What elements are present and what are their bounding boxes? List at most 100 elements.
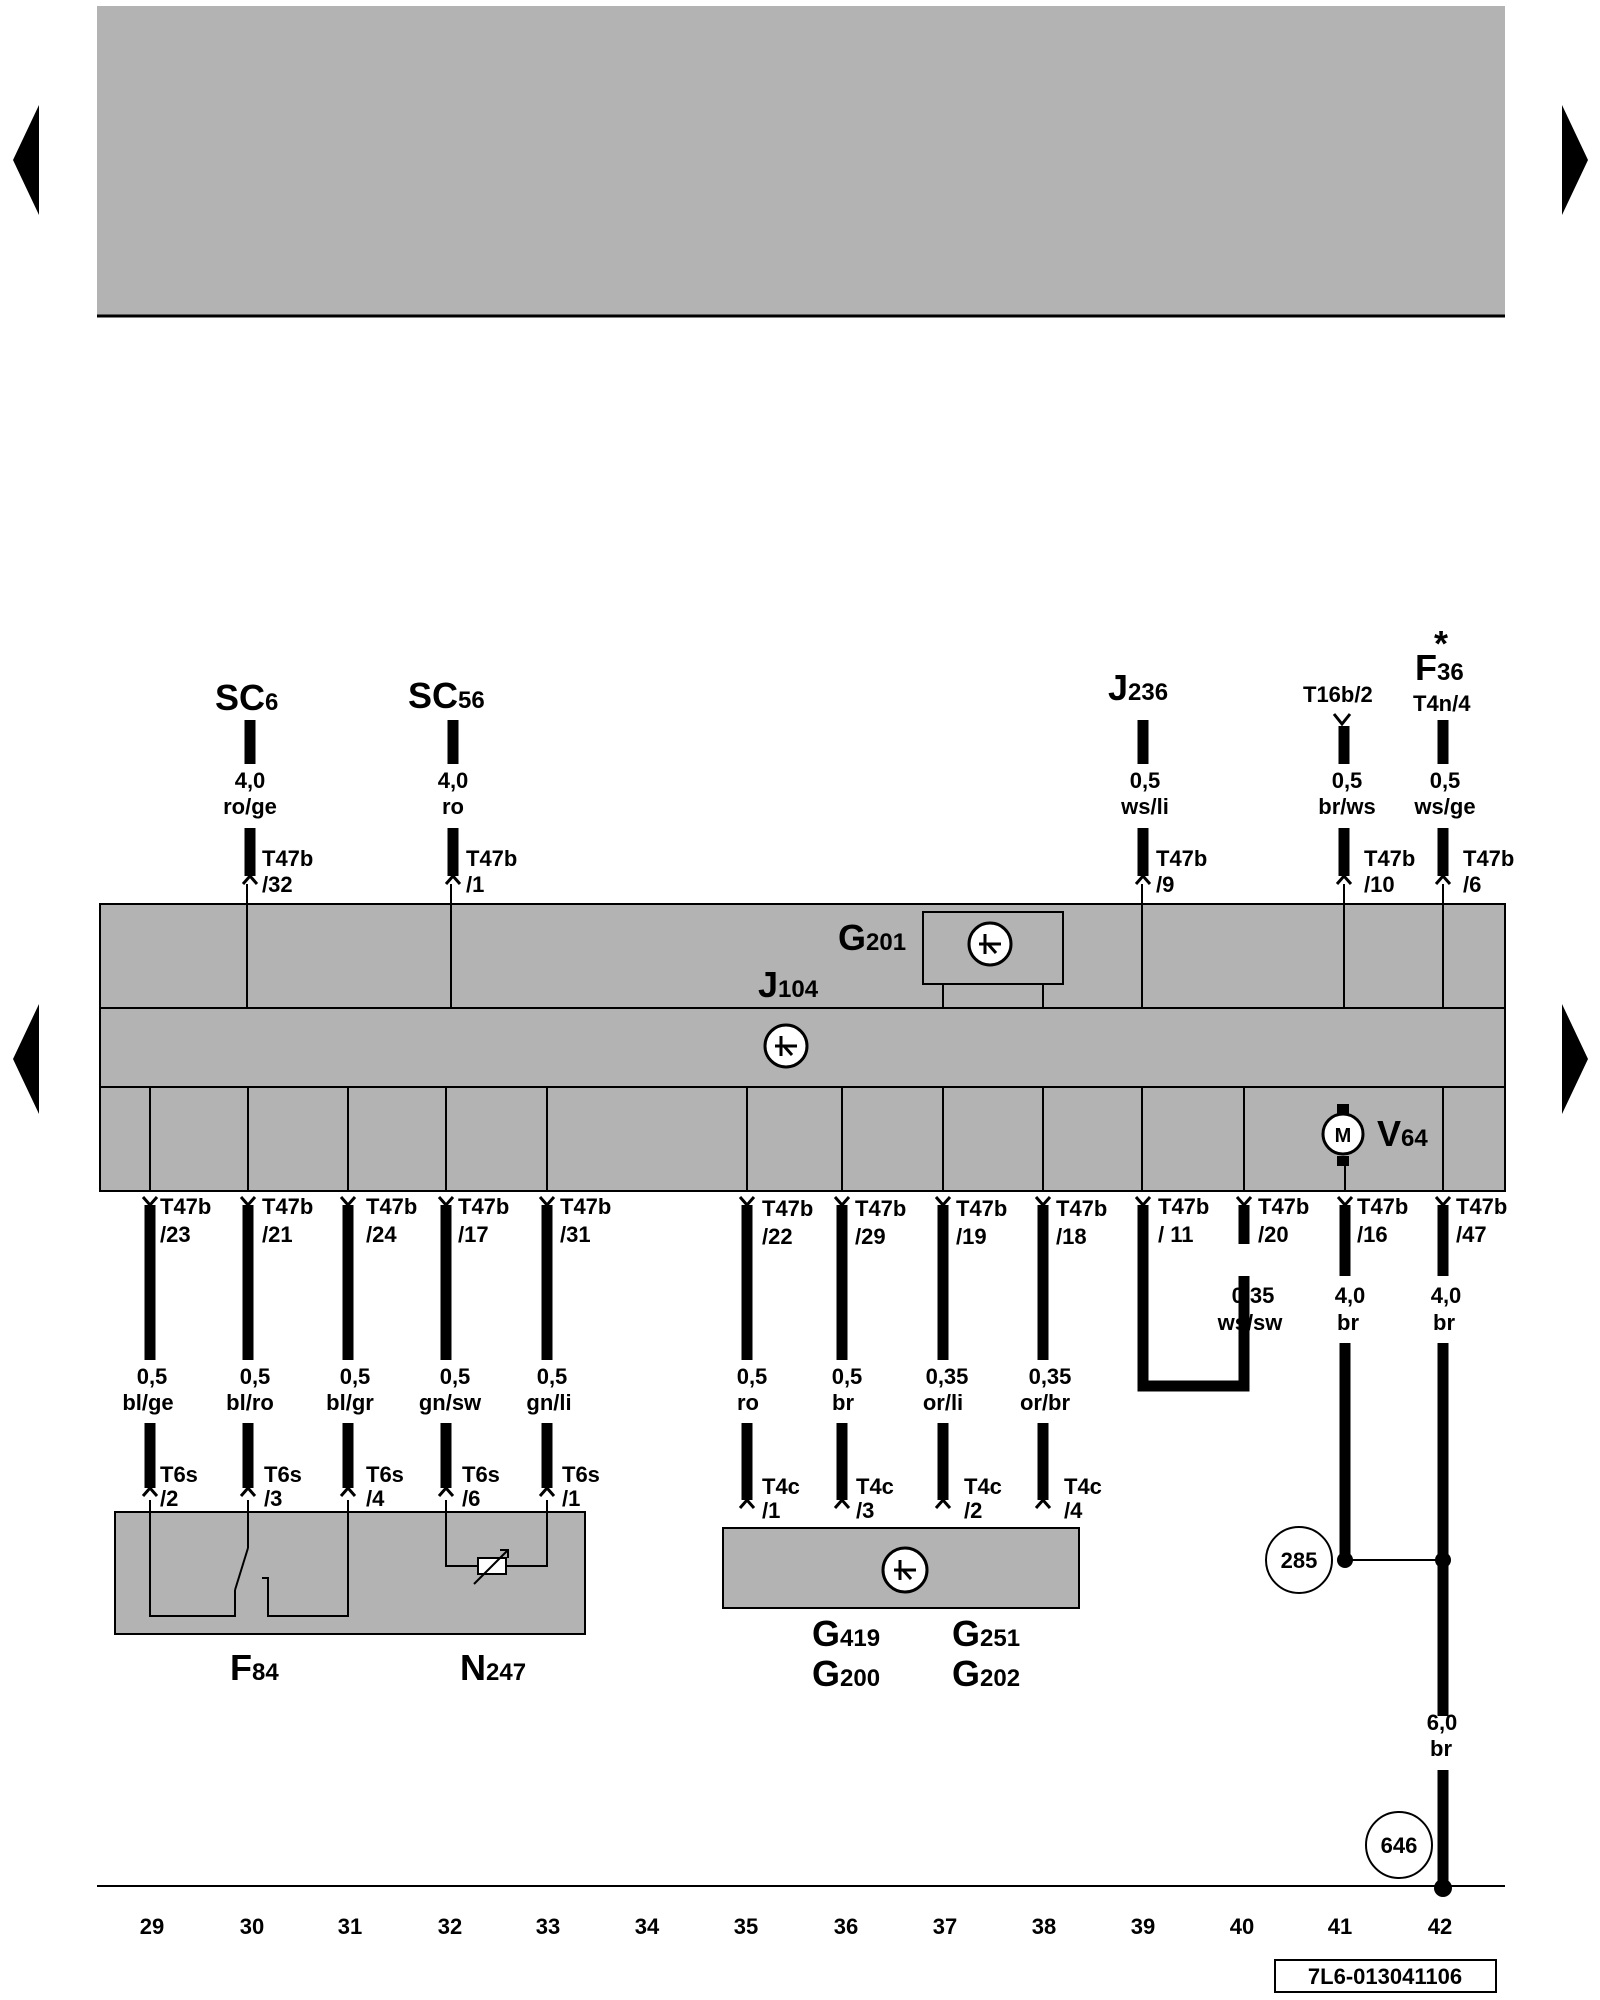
bottom-wire-1: T47b /23 0,5 bl/ge T6s /2 — [122, 1194, 211, 1511]
svg-text:T6s: T6s — [366, 1462, 404, 1487]
svg-text:T47b: T47b — [466, 846, 517, 871]
column-number: 30 — [240, 1914, 264, 1939]
svg-text:0,35: 0,35 — [926, 1364, 969, 1389]
column-number: 33 — [536, 1914, 560, 1939]
component-f84: F84 — [230, 1647, 279, 1688]
svg-text:T4c: T4c — [964, 1474, 1002, 1499]
column-number: 41 — [1328, 1914, 1352, 1939]
svg-text:T47b: T47b — [1463, 846, 1514, 871]
svg-text:/2: /2 — [160, 1486, 178, 1511]
column-number: 36 — [834, 1914, 858, 1939]
top-wire-5: 0,5 ws/ge T47b /6 — [1413, 720, 1514, 1010]
top-wire-2: 4,0 ro T47b /1 — [438, 720, 517, 1010]
svg-text:/19: /19 — [956, 1224, 987, 1249]
svg-text:T47b: T47b — [366, 1194, 417, 1219]
svg-text:0,5: 0,5 — [737, 1364, 768, 1389]
svg-text:T6s: T6s — [562, 1462, 600, 1487]
f84-switch-icon — [149, 1500, 349, 1617]
bottom-wire-9: T47b /18 0,35 or/br T4c /4 — [1020, 1196, 1107, 1523]
svg-text:/29: /29 — [855, 1224, 886, 1249]
n247-valve-icon — [445, 1500, 548, 1585]
svg-text:T47b: T47b — [262, 846, 313, 871]
svg-text:/3: /3 — [264, 1486, 282, 1511]
svg-text:T6s: T6s — [264, 1462, 302, 1487]
svg-text:gn/li: gn/li — [526, 1390, 571, 1415]
svg-text:6,0: 6,0 — [1427, 1710, 1458, 1735]
svg-text:0,5: 0,5 — [1430, 768, 1461, 793]
svg-text:br/ws: br/ws — [1318, 794, 1375, 819]
ground-ref-285[interactable]: 285 — [1265, 1526, 1333, 1594]
svg-text:T47b: T47b — [1156, 846, 1207, 871]
svg-text:ws/sw: ws/sw — [1217, 1310, 1284, 1335]
svg-text:285: 285 — [1281, 1548, 1318, 1573]
svg-text:/4: /4 — [366, 1486, 385, 1511]
svg-text:4,0: 4,0 — [438, 768, 469, 793]
svg-text:ws/li: ws/li — [1120, 794, 1169, 819]
component-f36: F36 — [1415, 647, 1464, 688]
component-sc6: SC6 — [215, 677, 278, 718]
svg-text:bl/ge: bl/ge — [122, 1390, 173, 1415]
svg-text:/10: /10 — [1364, 872, 1395, 897]
prev-section-arrow-icon[interactable] — [13, 1004, 39, 1114]
component-n247: N247 — [460, 1647, 526, 1688]
svg-text:0,5: 0,5 — [440, 1364, 471, 1389]
column-number: 40 — [1230, 1914, 1254, 1939]
bottom-wire-3: T47b /24 0,5 bl/gr T6s /4 — [326, 1194, 417, 1511]
svg-text:/3: /3 — [856, 1498, 874, 1523]
svg-text:0,5: 0,5 — [832, 1364, 863, 1389]
svg-text:T47b: T47b — [1456, 1194, 1507, 1219]
svg-text:0,5: 0,5 — [537, 1364, 568, 1389]
svg-text:T47b: T47b — [762, 1196, 813, 1221]
svg-text:T47b: T47b — [160, 1194, 211, 1219]
column-numbers: 29 30 31 32 33 34 35 36 37 38 39 40 41 4… — [140, 1914, 1452, 1939]
column-number: 31 — [338, 1914, 362, 1939]
component-j236: J236 — [1108, 667, 1168, 708]
t16b-plug-symbol — [1332, 713, 1352, 727]
svg-text:T47b: T47b — [956, 1196, 1007, 1221]
svg-text:0,5: 0,5 — [1332, 768, 1363, 793]
junction-dot — [1435, 1552, 1451, 1568]
svg-text:0,5: 0,5 — [137, 1364, 168, 1389]
component-g200: G200 — [812, 1653, 880, 1694]
svg-text:/4: /4 — [1064, 1498, 1083, 1523]
header-panel — [97, 6, 1505, 316]
svg-text:/17: /17 — [458, 1222, 489, 1247]
loop-wire: T47b / 11 T47b /20 0,35 ws/sw — [1134, 1194, 1309, 1392]
column-number: 37 — [933, 1914, 957, 1939]
prev-page-arrow-icon[interactable] — [13, 105, 39, 215]
svg-text:bl/gr: bl/gr — [326, 1390, 374, 1415]
svg-text:gn/sw: gn/sw — [419, 1390, 482, 1415]
svg-text:/24: /24 — [366, 1222, 397, 1247]
component-g202: G202 — [952, 1653, 1020, 1694]
column-number: 39 — [1131, 1914, 1155, 1939]
connector-t16b: T16b/2 — [1303, 682, 1373, 707]
component-f36-mark: * — [1434, 623, 1448, 664]
component-g201: G201 — [838, 917, 906, 958]
svg-text:/2: /2 — [964, 1498, 982, 1523]
svg-text:T4c: T4c — [856, 1474, 894, 1499]
bottom-wire-7: T47b /29 0,5 br T4c /3 — [832, 1196, 907, 1523]
trunk-wire: 6,0 br — [1427, 1710, 1458, 1897]
bottom-wire-2: T47b /21 0,5 bl/ro T6s /3 — [226, 1194, 313, 1511]
bottom-wire-5: T47b /31 0,5 gn/li T6s /1 — [526, 1194, 611, 1511]
svg-text:or/br: or/br — [1020, 1390, 1071, 1415]
j104-sensor-icon — [763, 1023, 809, 1069]
svg-text:br: br — [1430, 1736, 1452, 1761]
next-page-arrow-icon[interactable] — [1562, 105, 1588, 215]
bottom-wire-8: T47b /19 0,35 or/li T4c /2 — [923, 1196, 1008, 1523]
top-wire-4: 0,5 br/ws T47b /10 — [1318, 726, 1415, 1010]
component-j104: J104 — [758, 964, 819, 1005]
g201-sensor-icon — [967, 921, 1013, 967]
svg-text:/32: /32 — [262, 872, 293, 897]
svg-text:T47b: T47b — [1158, 1194, 1209, 1219]
component-sc56: SC56 — [408, 675, 485, 716]
next-section-arrow-icon[interactable] — [1562, 1004, 1588, 1114]
svg-text:646: 646 — [1381, 1833, 1418, 1858]
svg-text:T47b: T47b — [458, 1194, 509, 1219]
ground-ref-646[interactable]: 646 — [1365, 1811, 1433, 1879]
svg-text:bl/ro: bl/ro — [226, 1390, 274, 1415]
svg-text:or/li: or/li — [923, 1390, 963, 1415]
svg-text:/1: /1 — [762, 1498, 780, 1523]
svg-text:T4c: T4c — [1064, 1474, 1102, 1499]
